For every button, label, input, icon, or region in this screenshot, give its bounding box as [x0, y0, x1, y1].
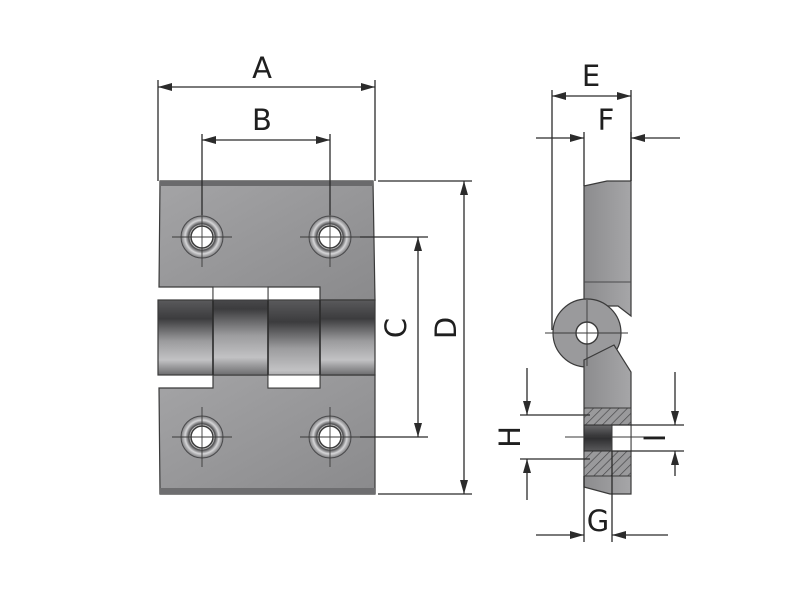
dimension-H: H	[493, 368, 590, 500]
dimension-label-D: D	[429, 317, 463, 339]
dimension-label-A: A	[252, 51, 272, 85]
lower-plate-bottom-edge	[160, 488, 375, 494]
dimension-label-F: F	[598, 103, 615, 137]
dimension-G: G	[536, 451, 668, 542]
dimension-A: A	[157, 51, 376, 181]
dimension-label-I: I	[638, 434, 672, 443]
side-upper-leaf	[583, 180, 632, 318]
dimension-C: C	[360, 236, 428, 438]
dimension-F: F	[536, 103, 680, 186]
dimension-E: E	[551, 59, 632, 330]
front-view	[157, 180, 376, 495]
dimension-I: I	[612, 372, 684, 476]
dimension-label-G: G	[587, 504, 609, 538]
dimension-label-C: C	[379, 318, 413, 338]
side-stud	[583, 424, 613, 452]
dimension-label-B: B	[252, 103, 272, 137]
dimension-B: B	[201, 103, 331, 215]
side-view	[545, 180, 648, 495]
side-center-lines	[545, 300, 648, 438]
dimension-D: D	[378, 180, 472, 495]
dimension-label-H: H	[493, 426, 527, 448]
upper-plate-top-edge	[160, 181, 373, 186]
hole-center-lines	[172, 207, 360, 467]
hinge-knuckle	[157, 286, 376, 389]
dimension-label-E: E	[582, 59, 600, 93]
